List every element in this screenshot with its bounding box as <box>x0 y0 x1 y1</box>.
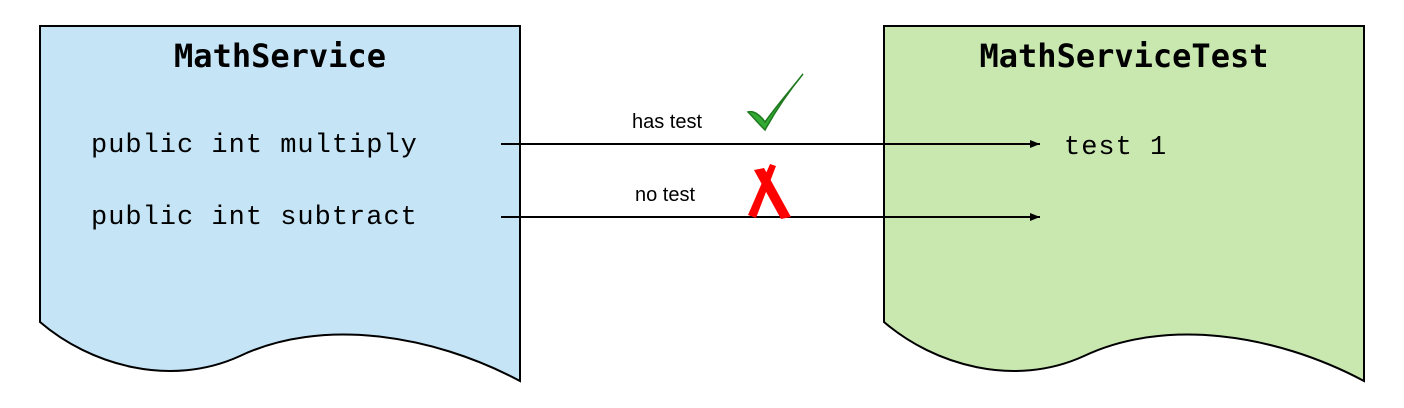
test-item-1: test 1 <box>1064 133 1167 163</box>
source-document-shape <box>39 25 521 383</box>
test-document-shape <box>883 25 1365 383</box>
cross-mark-icon <box>748 164 791 219</box>
test-document-title: MathServiceTest <box>980 37 1269 75</box>
source-document: MathService public int multiply public i… <box>39 25 521 383</box>
test-document: MathServiceTest test 1 <box>883 25 1365 383</box>
connection-label-no-test: no test <box>635 184 695 206</box>
connection-no-test: no test <box>501 164 1040 221</box>
method-multiply: public int multiply <box>91 131 418 161</box>
source-document-title: MathService <box>174 37 386 75</box>
method-subtract: public int subtract <box>91 203 418 233</box>
connection-has-test: has test <box>501 73 1040 148</box>
check-mark-icon <box>746 73 804 132</box>
connection-label-has-test: has test <box>632 111 702 133</box>
